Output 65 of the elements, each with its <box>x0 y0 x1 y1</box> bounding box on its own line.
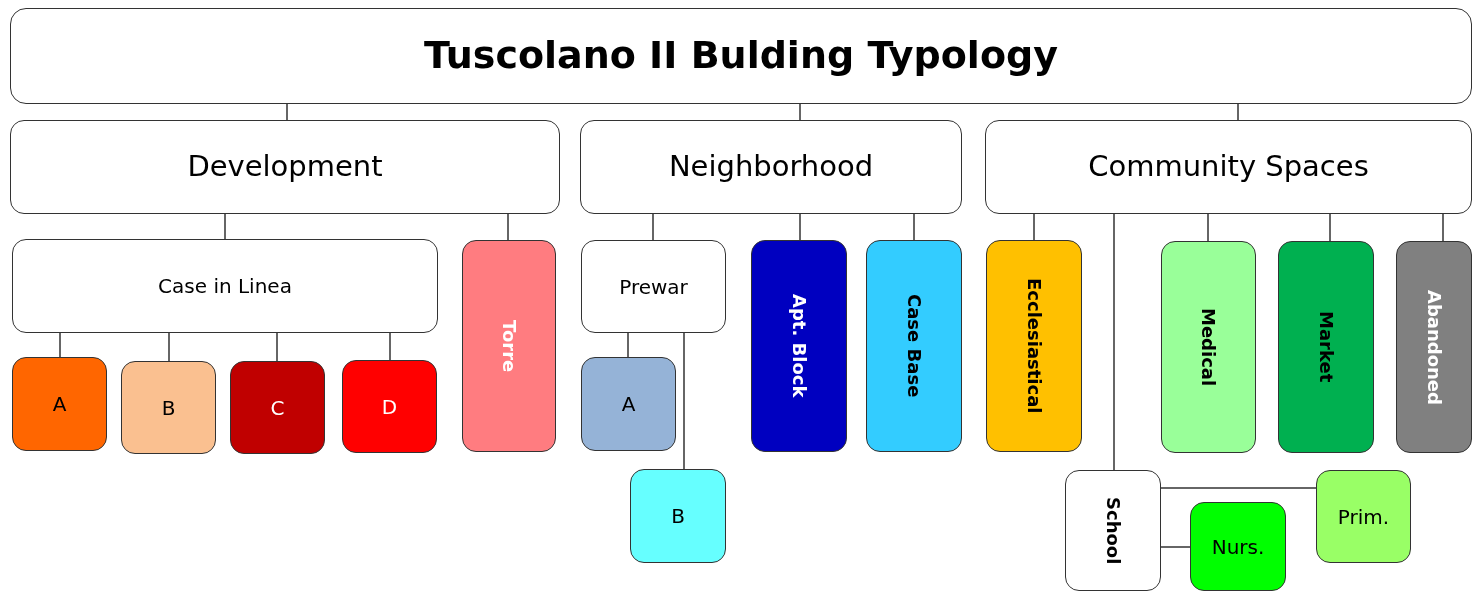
category-box <box>751 240 847 452</box>
connector-line <box>389 332 391 361</box>
connector-line <box>1113 213 1115 471</box>
category-box <box>230 361 325 454</box>
connector-line <box>1160 487 1317 489</box>
connector-line <box>59 332 61 358</box>
node-label: School <box>1103 496 1123 565</box>
node-label: B <box>671 505 685 527</box>
category-box <box>1316 470 1411 563</box>
category-box <box>866 240 962 452</box>
connector-line <box>799 103 801 121</box>
connector-line <box>1329 213 1331 242</box>
node-label: Case Base <box>904 294 924 398</box>
category-box <box>10 8 1472 104</box>
node-label: Medical <box>1198 307 1219 387</box>
category-box <box>12 239 438 333</box>
category-box <box>1161 241 1256 453</box>
connector-line <box>276 332 278 362</box>
category-box <box>630 469 726 563</box>
node-label: Abandoned <box>1424 289 1444 405</box>
connector-line <box>168 332 170 362</box>
category-box <box>1190 502 1286 591</box>
connector-line <box>913 213 915 241</box>
category-box <box>10 120 560 214</box>
node-label: Community Spaces <box>1088 151 1369 183</box>
category-box <box>986 240 1082 452</box>
node-label: Torre <box>499 319 519 373</box>
connector-line <box>1442 213 1444 242</box>
node-label: C <box>270 396 285 419</box>
category-box <box>1396 241 1472 453</box>
connector-line <box>1207 213 1209 242</box>
node-label: Market <box>1316 311 1336 383</box>
node-label: B <box>161 396 176 419</box>
node-label: Apt. Block <box>789 294 809 398</box>
node-label: Tuscolano II Bulding Typology <box>424 35 1058 77</box>
node-label: Prim. <box>1337 505 1390 528</box>
category-box <box>580 120 962 214</box>
node-label: Case in Linea <box>158 275 292 297</box>
node-label: Prewar <box>619 275 688 298</box>
category-box <box>581 240 726 333</box>
node-label: Neighborhood <box>668 151 874 183</box>
connector-line <box>286 103 288 121</box>
node-label: Development <box>187 151 383 183</box>
node-label: Ecclesiastical <box>1024 278 1044 414</box>
connector-line <box>507 213 509 241</box>
category-box <box>12 357 107 451</box>
category-box <box>1065 470 1161 591</box>
node-label: D <box>381 395 398 418</box>
connector-line <box>224 213 226 240</box>
node-label: A <box>52 393 67 415</box>
connector-line <box>1160 546 1191 548</box>
category-box <box>462 240 556 452</box>
node-label: A <box>621 393 636 415</box>
connector-line <box>652 213 654 241</box>
connector-line <box>683 332 685 470</box>
connector-line <box>799 213 801 241</box>
connector-line <box>1237 103 1239 121</box>
category-box <box>985 120 1472 214</box>
category-box <box>121 361 216 454</box>
category-box <box>581 357 676 451</box>
node-label: Nurs. <box>1211 535 1265 558</box>
category-box <box>342 360 437 453</box>
category-box <box>1278 241 1374 453</box>
connector-line <box>1033 213 1035 241</box>
connector-line <box>627 332 629 358</box>
